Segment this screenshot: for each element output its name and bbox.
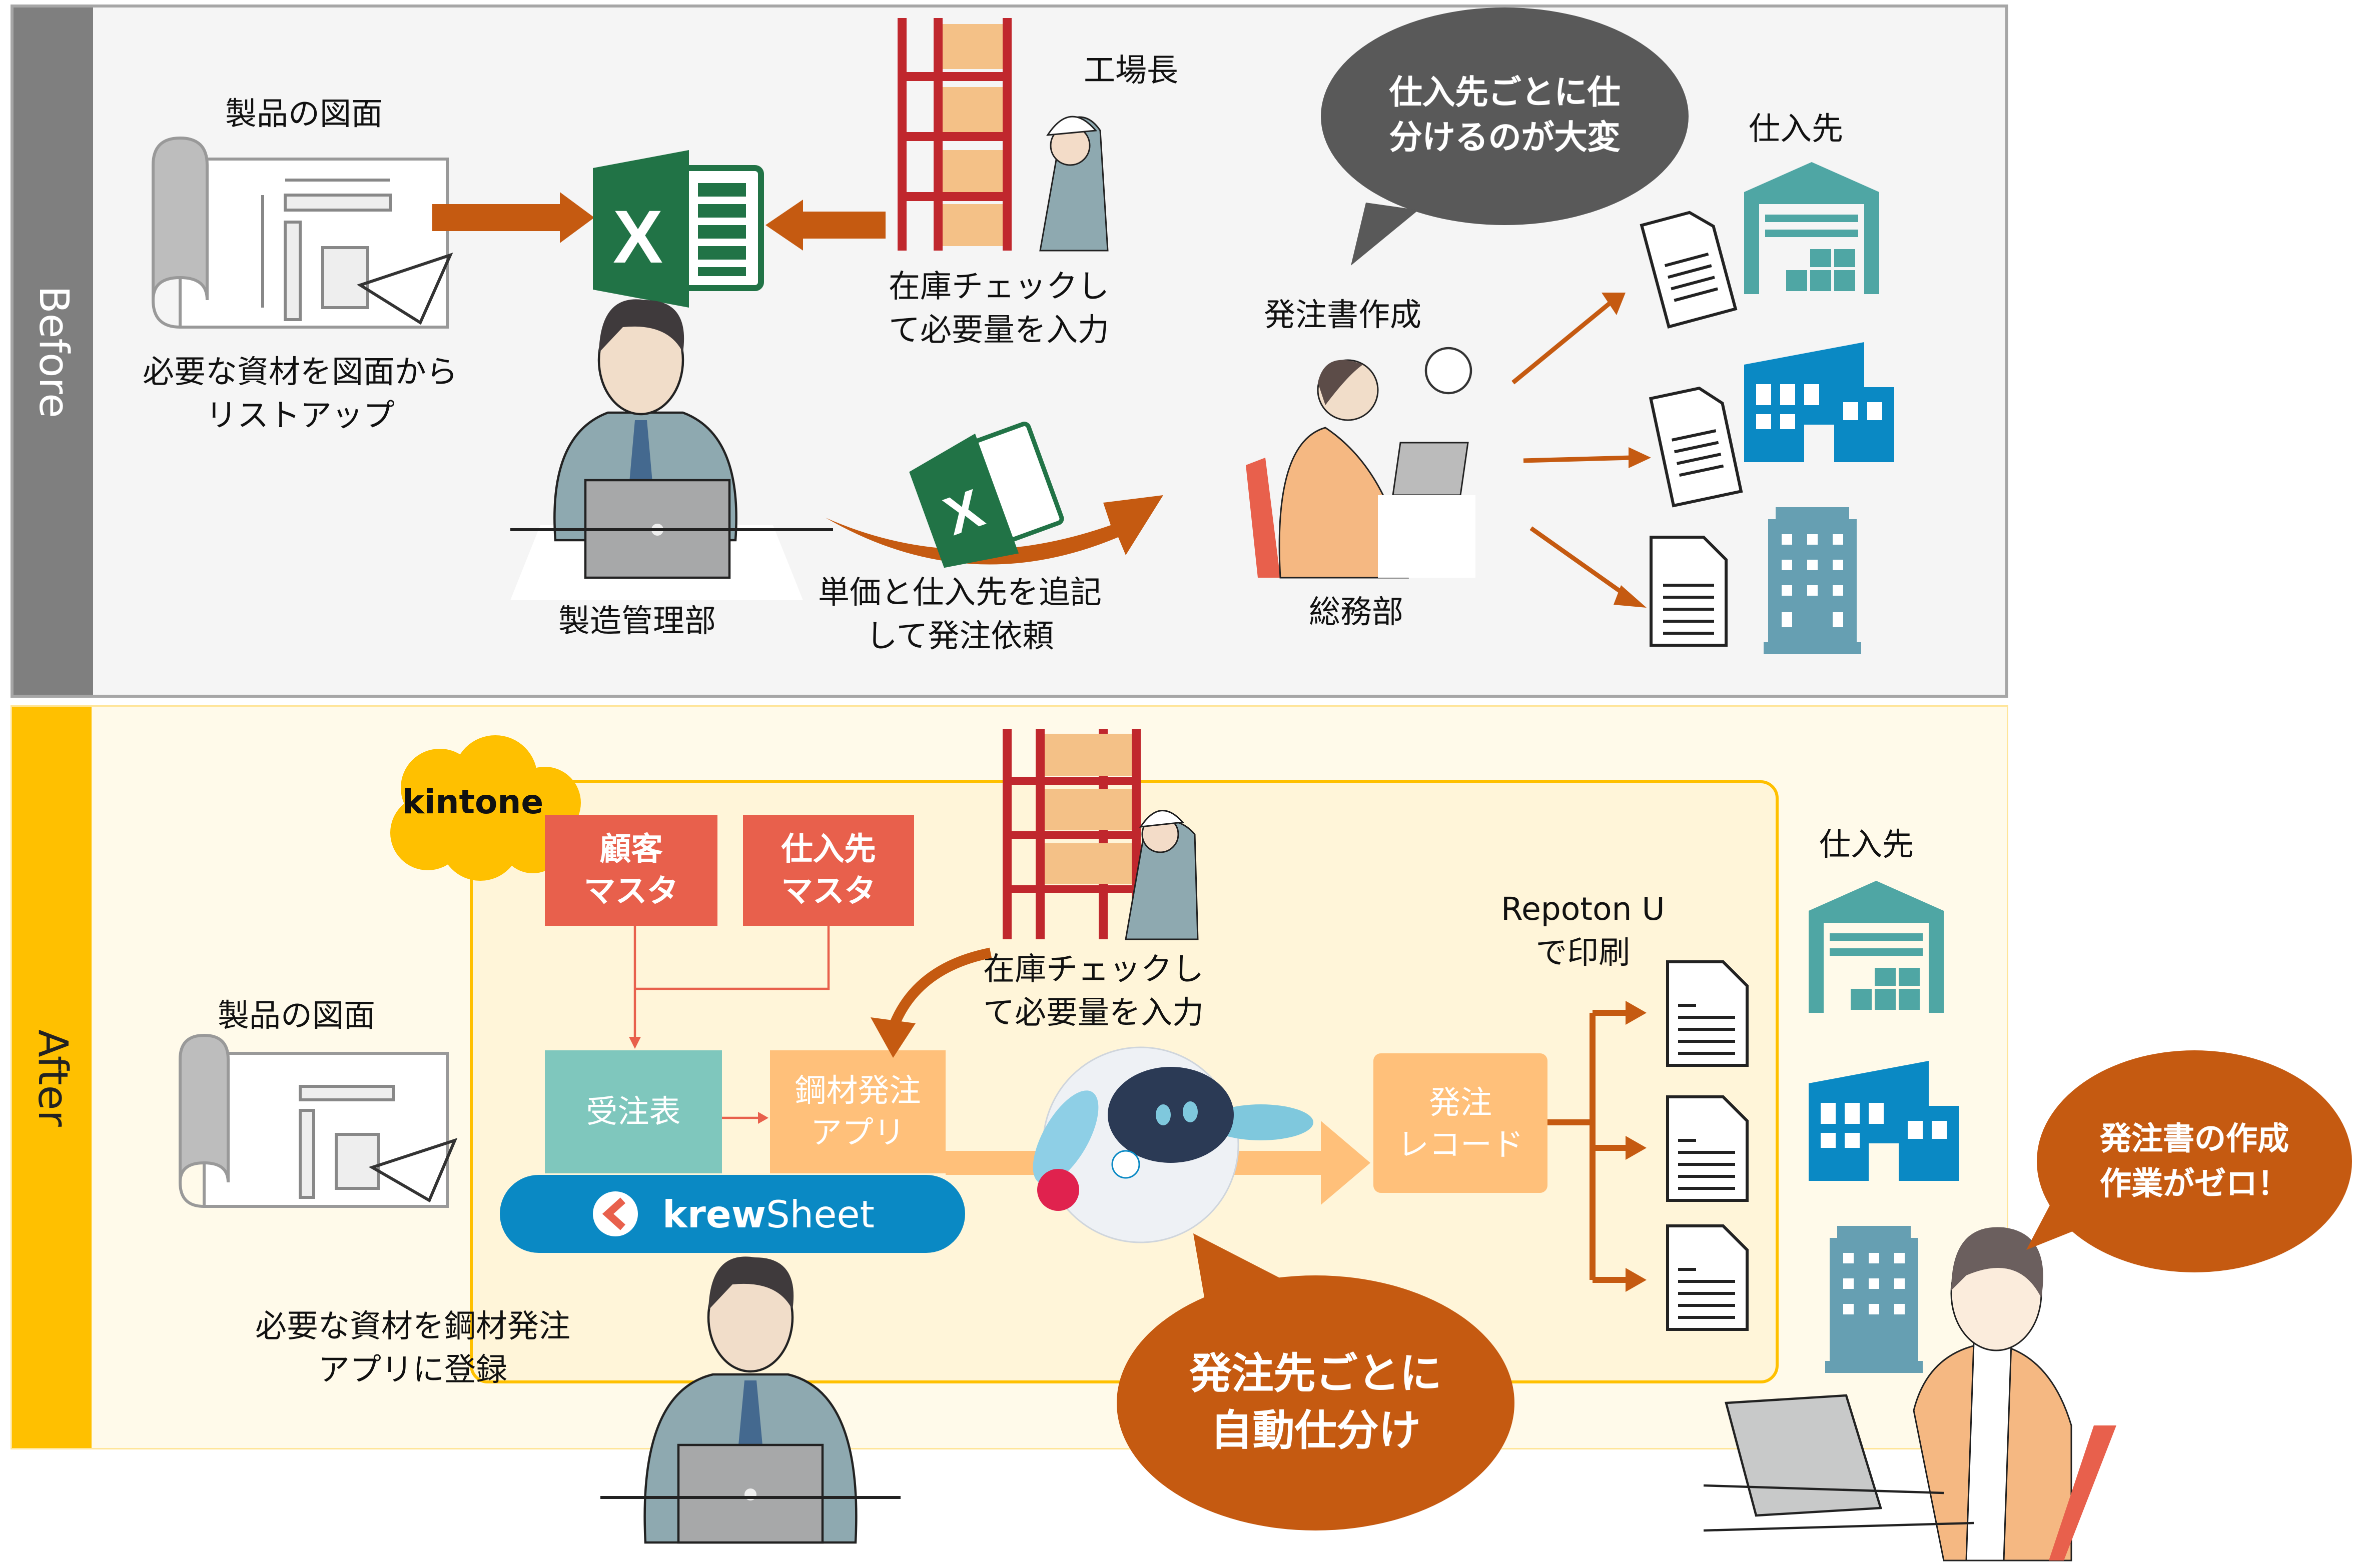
excel-tilted-icon: X xyxy=(909,422,1064,568)
order-creation-label: 発注書作成 xyxy=(1264,297,1421,333)
supplier-master-box: 仕入先マスタ xyxy=(743,815,914,926)
distribution-arrows xyxy=(1511,293,1651,608)
auto-sort-bubble: 発注先ごとに自動仕分け xyxy=(1117,1275,1514,1530)
before-drawing-label: 製品の図面 xyxy=(225,96,383,132)
order-record-box: 発注レコード xyxy=(1373,1053,1547,1193)
excel-icon: X xyxy=(593,150,764,308)
general-affairs-label: 総務部 xyxy=(1309,594,1403,630)
document-icon xyxy=(1666,1224,1749,1331)
branch-arrows xyxy=(1547,1001,1647,1292)
after-label-strip: After xyxy=(12,707,92,1448)
arrow-right-small-icon xyxy=(722,1112,768,1124)
document-icon xyxy=(1666,1095,1749,1202)
before-label-strip: Before xyxy=(14,8,93,695)
manufacturing-staff-illustration xyxy=(510,299,833,600)
after-label: After xyxy=(29,1028,75,1126)
krewsheet-label: krewSheet xyxy=(662,1192,875,1236)
customer-master-box: 顧客マスタ xyxy=(545,815,717,926)
office-worker-woman-illustration xyxy=(1703,1227,2116,1561)
office-building-icon xyxy=(1825,1226,1923,1373)
krewsheet-bar: krewSheet xyxy=(500,1175,965,1253)
document-icon xyxy=(1649,386,1743,508)
warehouse-icon xyxy=(1744,162,1879,294)
warehouse-shelf-icon xyxy=(1003,729,1199,940)
before-stock-check-caption: 在庫チェックし て必要量を入力 xyxy=(889,269,1109,348)
factory-icon xyxy=(1744,342,1894,462)
bubble-tail xyxy=(2026,1193,2094,1250)
manufacturing-staff-illustration xyxy=(600,1256,901,1544)
register-caption: 必要な資材を鋼材発注 アプリに登録 xyxy=(255,1308,570,1388)
blueprint-icon xyxy=(152,136,453,329)
after-drawing-label: 製品の図面 xyxy=(218,998,375,1034)
kintone-label: kintone xyxy=(402,785,544,822)
document-icon xyxy=(1650,536,1728,647)
factory-manager-label: 工場長 xyxy=(1084,53,1178,89)
curved-arrow-icon xyxy=(826,495,1163,565)
krewsheet-logo-icon xyxy=(593,1191,639,1236)
office-building-icon xyxy=(1764,507,1861,654)
general-affairs-staff-illustration xyxy=(1246,347,1475,579)
blueprint-icon xyxy=(179,1033,458,1208)
request-caption: 単価と仕入先を追記 して発注依頼 xyxy=(818,575,1102,654)
bubble-tail xyxy=(1351,203,1418,266)
curved-arrow-down-icon xyxy=(871,947,992,1058)
zero-work-bubble: 発注書の作成作業がゼロ！ xyxy=(2037,1050,2352,1272)
after-stock-check-caption: 在庫チェックし て必要量を入力 xyxy=(983,951,1204,1031)
before-suppliers-label: 仕入先 xyxy=(1749,111,1843,147)
kintone-cloud-icon xyxy=(390,735,581,881)
master-connector-lines xyxy=(629,926,830,1049)
manufacturing-dept-label: 製造管理部 xyxy=(558,603,716,639)
repoton-label: Repoton U で印刷 xyxy=(1501,891,1665,971)
svg-text:X: X xyxy=(613,195,663,279)
after-suppliers-label: 仕入先 xyxy=(1819,827,1914,863)
before-difficulty-bubble: 仕入先ごとに仕分けるのが大変 xyxy=(1321,8,1689,225)
arrow-left-icon xyxy=(765,200,886,251)
document-icon xyxy=(1666,960,1749,1067)
factory-icon xyxy=(1809,1061,1959,1181)
warehouse-icon xyxy=(1809,881,1944,1013)
document-icon xyxy=(1640,211,1738,329)
steel-order-app-box: 鋼材発注アプリ xyxy=(770,1050,946,1173)
before-label: Before xyxy=(30,285,77,418)
before-drawing-caption: 必要な資材を図面から リストアップ xyxy=(143,354,458,434)
robot-mascot-illustration xyxy=(1033,1046,1313,1243)
warehouse-shelf-icon xyxy=(898,18,1109,252)
orders-table-box: 受注表 xyxy=(545,1050,722,1173)
arrow-right-icon xyxy=(432,192,594,243)
